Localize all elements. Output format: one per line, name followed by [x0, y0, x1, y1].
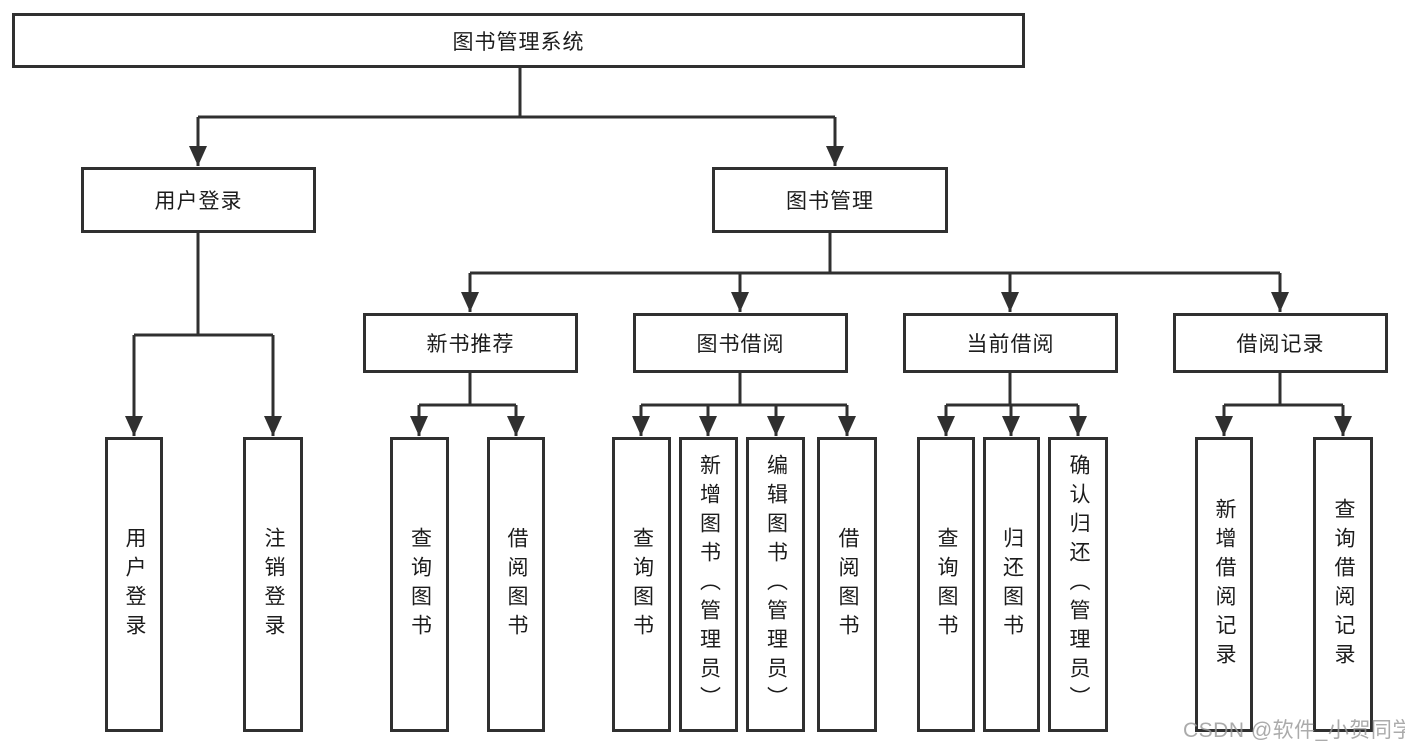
- node-leaf-add-borrow-record: 新增借阅记录: [1195, 437, 1253, 732]
- node-book-borrow: 图书借阅: [633, 313, 848, 373]
- node-leaf-return-books: 归还图书: [983, 437, 1040, 732]
- node-root-system: 图书管理系统: [12, 13, 1025, 68]
- node-borrow-records: 借阅记录: [1173, 313, 1388, 373]
- node-leaf-edit-books-admin: 编辑图书（管理员）: [746, 437, 805, 732]
- node-current-borrow: 当前借阅: [903, 313, 1118, 373]
- node-leaf-query-books-current: 查询图书: [917, 437, 975, 732]
- node-leaf-user-login: 用户登录: [105, 437, 163, 732]
- node-leaf-borrow-books-recommend: 借阅图书: [487, 437, 545, 732]
- node-leaf-query-books-borrow: 查询图书: [612, 437, 671, 732]
- node-leaf-add-books-admin: 新增图书（管理员）: [679, 437, 738, 732]
- node-leaf-confirm-return-admin: 确认归还（管理员）: [1048, 437, 1108, 732]
- node-leaf-query-borrow-record: 查询借阅记录: [1313, 437, 1373, 732]
- node-book-management: 图书管理: [712, 167, 948, 233]
- node-new-book-recommend: 新书推荐: [363, 313, 578, 373]
- node-leaf-borrow-books: 借阅图书: [817, 437, 877, 732]
- node-user-login: 用户登录: [81, 167, 316, 233]
- csdn-watermark: CSDN @软件_小贺同学: [1183, 719, 1405, 742]
- node-leaf-query-books-recommend: 查询图书: [390, 437, 449, 732]
- node-leaf-logout: 注销登录: [243, 437, 303, 732]
